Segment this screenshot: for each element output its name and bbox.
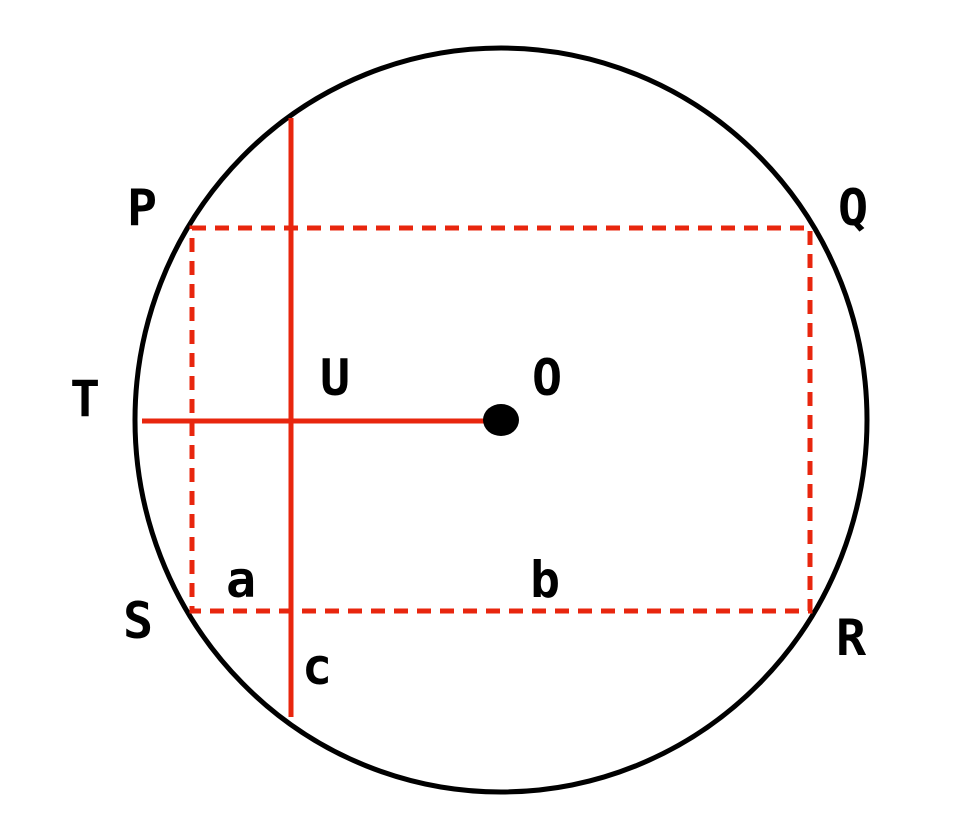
label-b: b [530,551,560,609]
label-r: R [836,609,867,667]
label-c: c [302,638,332,696]
label-a: a [226,551,256,609]
inscribed-rectangle-pqrs [189,225,813,614]
center-point-o [483,404,519,436]
label-t: T [70,370,100,428]
circle [132,45,870,795]
label-o: O [532,349,562,407]
label-s: S [123,592,153,650]
label-q: Q [838,179,868,237]
label-p: P [127,179,157,237]
label-u: U [320,349,350,407]
